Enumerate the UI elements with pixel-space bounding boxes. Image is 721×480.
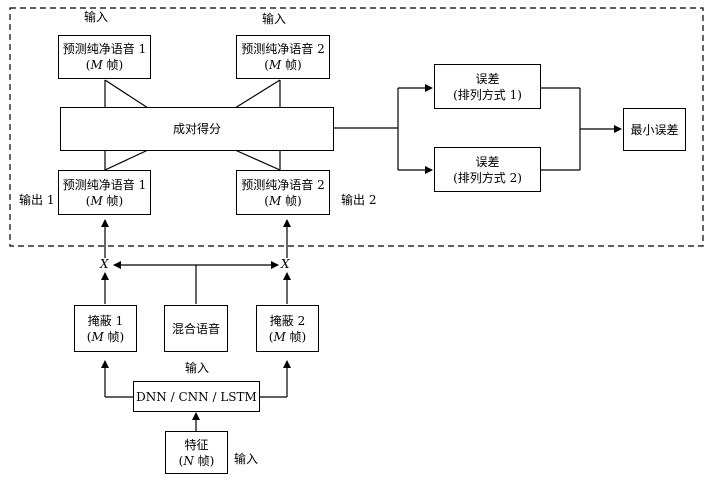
box-title: 预测纯净语音 1 [62, 42, 147, 56]
input-label-top-right: 输入 [262, 12, 287, 26]
box-title: 特征 [184, 437, 209, 452]
input-label-top-left: 输入 [84, 10, 109, 24]
box-subtitle: (M 帧) [264, 193, 302, 208]
box-subtitle: (M 帧) [86, 329, 125, 344]
dnn-cnn-lstm-box: DNN / CNN / LSTM [133, 381, 260, 412]
input-label-bottom: 输入 [234, 452, 259, 466]
pairwise-score-box: 成对得分 [60, 107, 334, 151]
training-boundary [9, 7, 704, 247]
box-subtitle: (排列方式 1) [453, 87, 522, 102]
x-right-label: X [281, 257, 290, 271]
box-subtitle: (N 帧) [178, 453, 215, 468]
output-2-label: 输出 2 [341, 193, 377, 207]
minimum-error-box: 最小误差 [623, 108, 686, 151]
box-title: 掩蔽 2 [269, 313, 306, 328]
predicted-clean-speech-1-output-box: 预测纯净语音 1 (M 帧) [58, 170, 151, 215]
box-title: 预测纯净语音 2 [241, 42, 325, 56]
box-subtitle: (M 帧) [85, 193, 124, 208]
box-subtitle: (M 帧) [264, 58, 302, 72]
error-permutation-2-box: 误差 (排列方式 2) [434, 147, 541, 192]
predicted-clean-speech-2-output-box: 预测纯净语音 2 (M 帧) [236, 170, 330, 215]
box-title: 误差 [475, 71, 500, 86]
predicted-clean-speech-1-input-box: 预测纯净语音 1 (M 帧) [58, 35, 151, 79]
mixed-speech-box: 混合语音 [164, 305, 228, 352]
mask-1-box: 掩蔽 1 (M 帧) [74, 305, 137, 352]
x-left-label: X [100, 257, 109, 271]
features-box: 特征 (N 帧) [165, 431, 228, 474]
predicted-clean-speech-2-input-box: 预测纯净语音 2 (M 帧) [236, 35, 330, 79]
box-subtitle: (排列方式 2) [453, 170, 522, 185]
box-title: 掩蔽 1 [87, 313, 124, 328]
output-1-label: 输出 1 [19, 193, 55, 207]
box-title: 误差 [475, 154, 500, 169]
box-title: 预测纯净语音 2 [241, 177, 325, 192]
error-permutation-1-box: 误差 (排列方式 1) [434, 64, 541, 109]
box-subtitle: (M 帧) [268, 329, 307, 344]
box-title: 预测纯净语音 1 [62, 177, 147, 192]
input-label-middle: 输入 [185, 361, 210, 375]
box-subtitle: (M 帧) [85, 58, 124, 72]
mask-2-box: 掩蔽 2 (M 帧) [256, 305, 319, 352]
